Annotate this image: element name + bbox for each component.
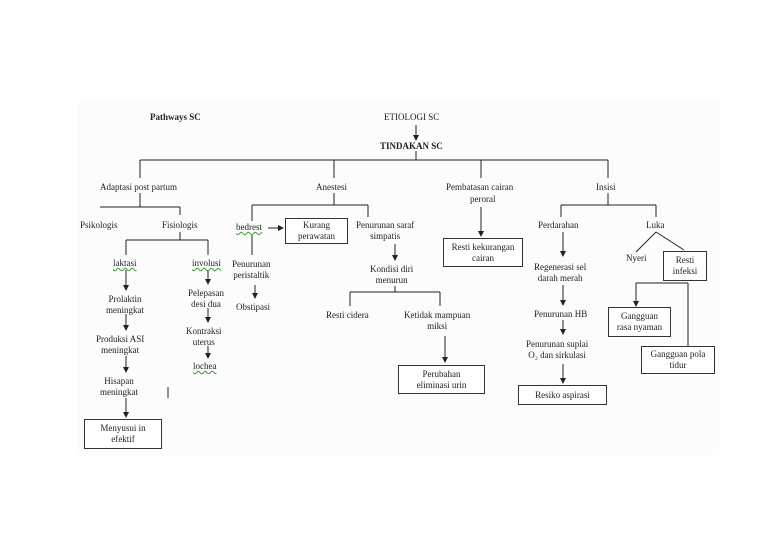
- node-penurunan-hb: Penurunan HB: [534, 309, 588, 319]
- node-perdarahan: Perdarahan: [538, 220, 579, 230]
- diagram-title: Pathways SC: [150, 112, 201, 122]
- branch-adaptasi: Adaptasi post partum: [100, 182, 177, 192]
- branch-pembatasan-2: peroral: [470, 194, 496, 204]
- node-resiko-aspirasi: Resiko aspirasi: [518, 385, 607, 405]
- branch-anestesi: Anestesi: [316, 182, 347, 192]
- node-laktasi: laktasi: [113, 258, 137, 268]
- branch-insisi: Insisi: [596, 182, 616, 192]
- node-nyeri: Nyeri: [626, 253, 647, 263]
- node-psikologis: Psikologis: [80, 220, 118, 230]
- node-lochea: lochea: [193, 361, 217, 371]
- node-bedrest: bedrest: [236, 222, 262, 232]
- node-fisiologis: Fisiologis: [162, 220, 198, 230]
- node-obstipasi: Obstipasi: [236, 302, 271, 312]
- node-involusi: involusi: [192, 258, 222, 268]
- node-luka: Luka: [646, 220, 665, 230]
- node-resti-cidera: Resti cidera: [326, 310, 369, 320]
- diagram-canvas: [78, 100, 719, 455]
- root-node: ETIOLOGI SC: [384, 112, 440, 122]
- action-node: TINDAKAN SC: [380, 141, 443, 151]
- branch-pembatasan: Pembatasan cairan: [446, 182, 514, 192]
